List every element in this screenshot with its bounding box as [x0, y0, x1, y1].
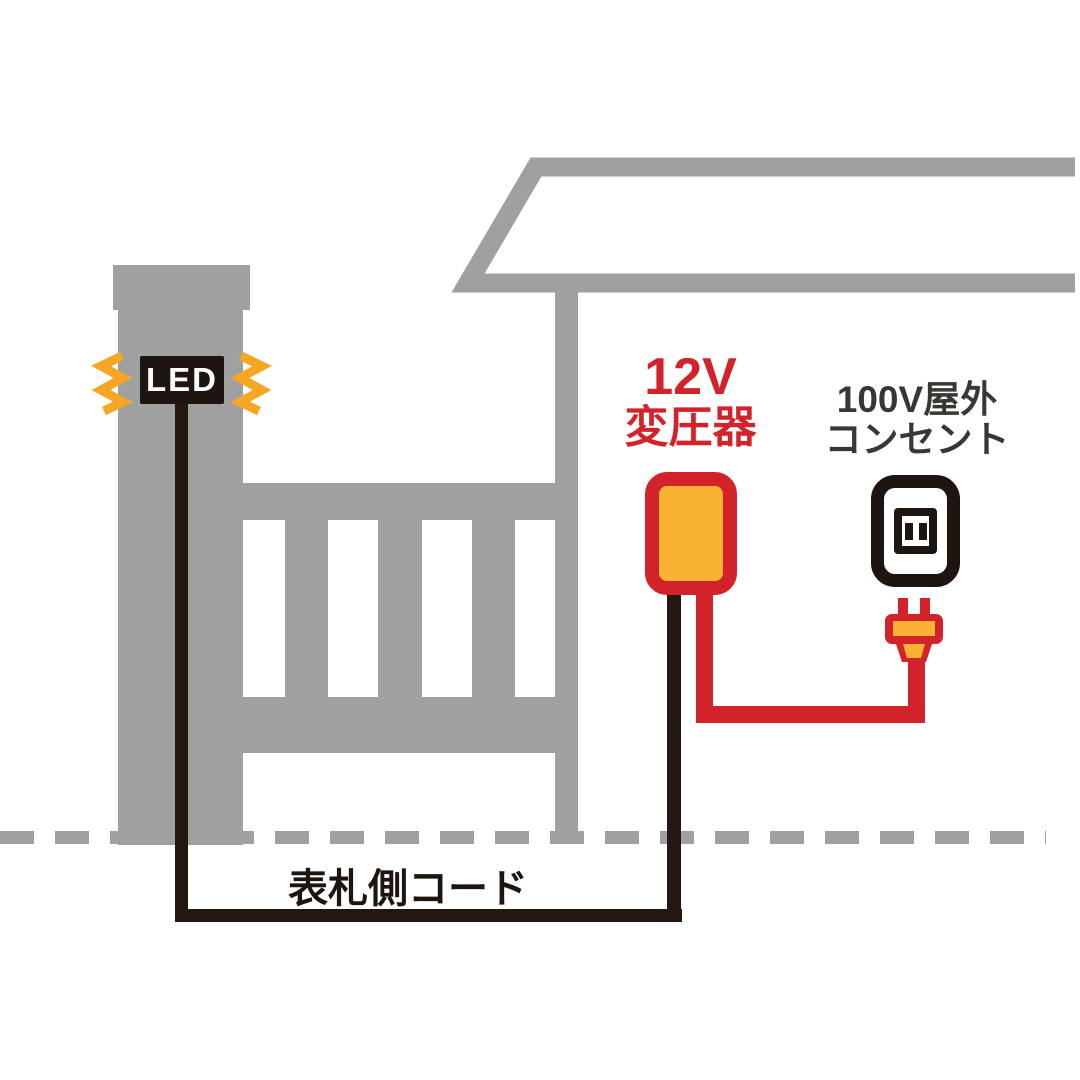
outlet-label: 100V屋外 コンセント [803, 379, 1031, 461]
transformer-box [645, 472, 737, 595]
led-glow-right-icon [230, 351, 272, 416]
nameplate-cord-label: 表札側コード [288, 856, 528, 914]
transformer-voltage-text: 12V [644, 348, 737, 406]
outlet-slot [904, 522, 913, 540]
fence-picket [378, 520, 422, 700]
ground-dashed-line [0, 831, 1046, 844]
nameplate-cord-vertical-right [667, 593, 681, 922]
outdoor-outlet-icon [871, 475, 960, 587]
plug-band [893, 621, 935, 636]
led-sign: LED [140, 356, 224, 404]
outlet-receptacle [894, 508, 937, 554]
led-glow-left-icon [91, 351, 133, 416]
fence-rail-bottom [243, 697, 557, 753]
transformer-name-text: 変圧器 [624, 402, 757, 452]
plug-prong [920, 598, 930, 618]
power-cord-vertical-left [696, 590, 713, 723]
power-cord-horizontal [696, 706, 925, 723]
plug-neck [903, 644, 925, 658]
house-wall [555, 275, 578, 844]
power-plug-icon [885, 598, 943, 662]
led-sign-label: LED [146, 361, 218, 398]
gate-post-cap [113, 265, 250, 310]
nameplate-cord-horizontal [175, 909, 682, 922]
transformer-label: 12V 変圧器 [593, 350, 788, 451]
roof-outline [451, 157, 1075, 293]
nameplate-cord-vertical-left [175, 400, 188, 922]
nameplate-cord-text: 表札側コード [288, 867, 528, 911]
led-glow-icons [91, 351, 272, 416]
fence-picket [285, 520, 328, 700]
outlet-slot [918, 522, 927, 540]
plug-prong [898, 598, 908, 618]
outlet-label-line2: コンセント [824, 419, 1010, 461]
fence-rail-top [243, 483, 557, 520]
outlet-label-line1: 100V屋外 [836, 379, 998, 420]
power-cord-vertical-right [908, 655, 925, 723]
fence-picket [472, 520, 515, 700]
